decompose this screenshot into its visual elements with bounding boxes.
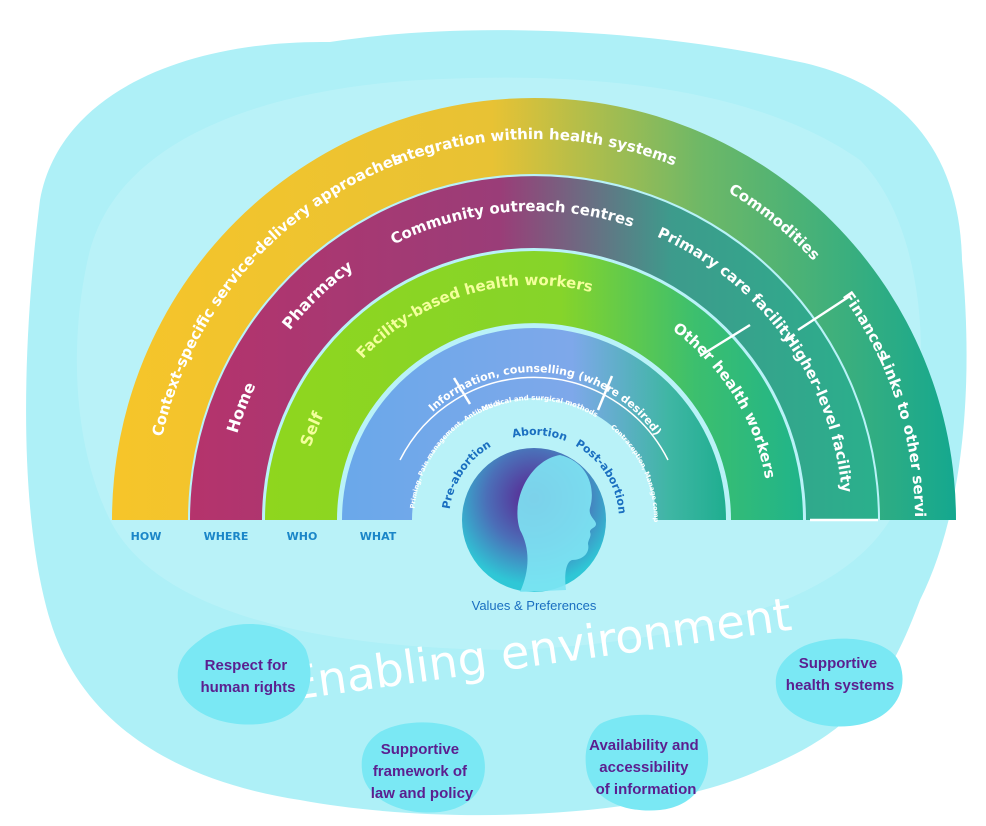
pillar-bubble-law-policy bbox=[361, 722, 485, 813]
face-silhouette-icon bbox=[517, 455, 596, 592]
label-where: WHERE bbox=[204, 530, 249, 543]
what-band bbox=[342, 328, 726, 520]
where-band bbox=[190, 176, 878, 520]
pillar-health-systems: Supportive health systems bbox=[786, 655, 894, 694]
pillar-bubble-information bbox=[585, 714, 709, 811]
pillar-bubble-human-rights bbox=[177, 623, 311, 725]
pillar-law-policy: Supportive framework of law and policy bbox=[371, 741, 474, 802]
label-how: HOW bbox=[131, 530, 162, 543]
values-preferences-caption: Values & Preferences bbox=[472, 598, 597, 613]
pillar-human-rights: Respect for human rights bbox=[200, 657, 295, 696]
label-what: WHAT bbox=[360, 530, 397, 543]
label-who: WHO bbox=[287, 530, 318, 543]
pillar-information: Availability and accessibility of inform… bbox=[589, 737, 703, 798]
who-band bbox=[265, 251, 803, 520]
pillar-bubble-health-systems bbox=[775, 638, 903, 727]
band-separators bbox=[399, 294, 878, 522]
how-band bbox=[112, 98, 956, 520]
